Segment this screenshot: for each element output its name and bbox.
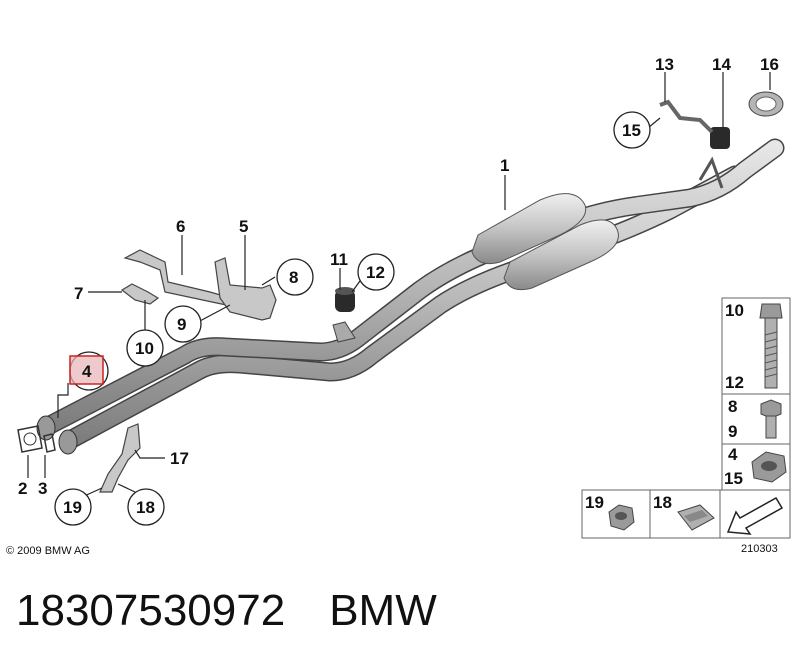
exhaust-parts-diagram: 1 2 3 4 5 6 7 8 9 10 11 12 13 14 15 16 1… [6, 55, 791, 557]
callout-9[interactable]: 9 [164, 305, 202, 343]
hanger-13 [659, 99, 714, 134]
svg-text:8: 8 [289, 268, 298, 287]
svg-text:15: 15 [622, 121, 641, 140]
svg-text:15: 15 [724, 469, 743, 488]
part-number-caption: 18307530972 BMW [16, 586, 437, 636]
drawing-id: 210303 [741, 543, 778, 555]
callout-7[interactable]: 7 [74, 284, 83, 303]
gasket [17, 425, 56, 453]
callout-5[interactable]: 5 [239, 217, 248, 236]
callout-16[interactable]: 16 [760, 55, 779, 74]
legend-hex-bolt[interactable]: 8 9 [728, 397, 782, 441]
flange-right [58, 429, 78, 455]
brand-name: BMW [329, 586, 437, 635]
svg-text:3: 3 [38, 479, 47, 498]
svg-text:7: 7 [74, 284, 83, 303]
callout-11[interactable]: 11 [330, 250, 348, 269]
svg-text:9: 9 [728, 422, 737, 441]
svg-text:13: 13 [655, 55, 674, 74]
callout-18[interactable]: 18 [127, 488, 165, 526]
front-exhaust-pipe [36, 138, 785, 455]
arrow-icon [726, 496, 784, 535]
svg-text:9: 9 [177, 315, 186, 334]
svg-text:18: 18 [653, 493, 672, 512]
svg-text:5: 5 [239, 217, 248, 236]
svg-text:4: 4 [728, 445, 738, 464]
copyright-text: © 2009 BMW AG [6, 545, 90, 557]
svg-text:19: 19 [585, 493, 604, 512]
callout-8[interactable]: 8 [276, 258, 314, 296]
rubber-mount [335, 287, 355, 312]
pipe-clamp [748, 91, 784, 117]
callout-4-highlighted[interactable]: 4 [69, 351, 109, 391]
callout-19[interactable]: 19 [54, 488, 92, 526]
part-number: 18307530972 [16, 586, 286, 635]
bracket-17 [99, 423, 141, 493]
catalytic-converter-upper [471, 193, 587, 265]
svg-text:4: 4 [82, 362, 92, 381]
svg-text:10: 10 [135, 339, 154, 358]
hardware-legend: 10 12 8 9 4 15 [721, 297, 791, 491]
legend-nut[interactable]: 4 15 [724, 445, 787, 488]
svg-text:18: 18 [136, 498, 155, 517]
callout-2[interactable]: 2 [18, 479, 27, 498]
catalytic-converter-lower [503, 219, 619, 291]
svg-text:12: 12 [725, 373, 744, 392]
callout-1[interactable]: 1 [500, 156, 509, 175]
bracket-7 [120, 283, 160, 305]
svg-text:17: 17 [170, 449, 189, 468]
legend-clip[interactable]: 18 [653, 493, 715, 531]
svg-text:10: 10 [725, 301, 744, 320]
callout-3[interactable]: 3 [38, 479, 47, 498]
callout-10[interactable]: 10 [126, 329, 164, 367]
callout-17[interactable]: 17 [170, 449, 189, 468]
svg-text:2: 2 [18, 479, 27, 498]
hardware-legend-bottom: 19 18 [581, 489, 791, 539]
svg-text:16: 16 [760, 55, 779, 74]
svg-text:12: 12 [366, 263, 385, 282]
callout-12[interactable]: 12 [357, 253, 395, 291]
svg-text:6: 6 [176, 217, 185, 236]
svg-text:11: 11 [330, 250, 348, 269]
callout-13[interactable]: 13 [655, 55, 674, 74]
callout-15[interactable]: 15 [613, 111, 651, 149]
callout-6[interactable]: 6 [176, 217, 185, 236]
svg-text:8: 8 [728, 397, 737, 416]
leader-lines [27, 72, 771, 498]
rubber-mount-rear [710, 127, 730, 149]
svg-text:19: 19 [63, 498, 82, 517]
callout-14[interactable]: 14 [712, 55, 731, 74]
legend-flange-nut[interactable]: 19 [585, 493, 635, 531]
svg-text:1: 1 [500, 156, 509, 175]
legend-bolt[interactable]: 10 12 [725, 301, 783, 392]
svg-text:14: 14 [712, 55, 731, 74]
